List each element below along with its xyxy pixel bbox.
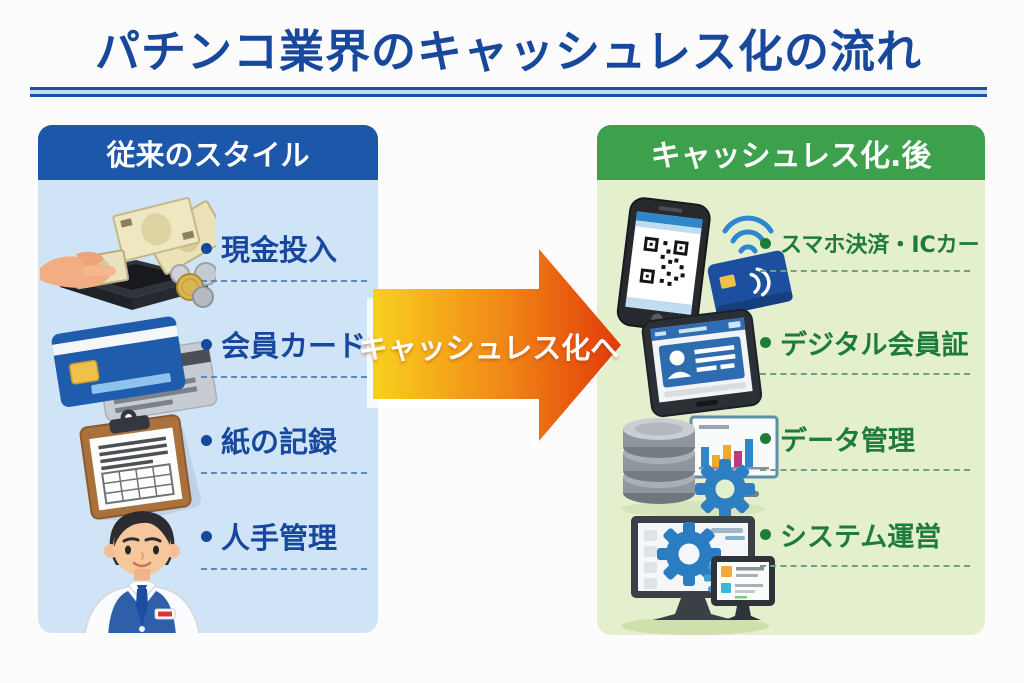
list-item: 紙の記録 (201, 419, 371, 474)
bullet-icon (201, 242, 212, 254)
item-label: 人手管理 (221, 521, 338, 555)
left-panel-header: 従来のスタイル (38, 125, 378, 180)
list-item: 会員カード (201, 323, 371, 378)
bullet-icon (760, 337, 771, 348)
bullet-icon (760, 433, 771, 444)
staff-person-icon (56, 503, 228, 633)
list-item: 現金投入 (201, 227, 371, 282)
item-label: スマホ決済・ICカード (780, 233, 985, 258)
dashed-divider (201, 280, 367, 282)
list-item: 人手管理 (201, 515, 371, 570)
list-item: システム運営 (760, 515, 975, 567)
item-label: 紙の記録 (221, 425, 338, 459)
list-item: スマホ決済・ICカード (760, 227, 985, 272)
paper-clipboard-icon (60, 405, 210, 520)
cash-insert-icon (40, 190, 216, 316)
system-monitors-icon (613, 508, 781, 635)
cashless-transition-arrow: キャッシュレス化へ (358, 247, 625, 443)
title-divider (30, 87, 987, 97)
bullet-icon (760, 237, 771, 249)
dashed-divider (760, 373, 970, 375)
dashed-divider (760, 565, 970, 567)
bullet-icon (201, 338, 212, 350)
item-label: データ管理 (780, 426, 915, 457)
dashed-divider (201, 376, 367, 378)
list-item: データ管理 (760, 419, 975, 471)
list-item: デジタル会員証 (760, 323, 975, 375)
right-panel-header: キャッシュレス化.後 (597, 125, 985, 180)
dashed-divider (760, 270, 970, 272)
item-label: システム運営 (780, 522, 942, 553)
dashed-divider (201, 472, 367, 474)
dashed-divider (760, 469, 970, 471)
cashless-style-panel: キャッシュレス化.後 (597, 125, 985, 635)
arrow-label: キャッシュレス化へ (358, 331, 620, 365)
bullet-icon (760, 529, 771, 540)
traditional-style-panel: 従来のスタイル (38, 125, 378, 633)
database-analytics-icon (611, 401, 781, 519)
bullet-icon (201, 530, 212, 542)
member-card-icon (43, 310, 219, 422)
tablet-digital-id-icon (627, 309, 777, 421)
item-label: デジタル会員証 (780, 330, 969, 361)
page-title: パチンコ業界のキャッシュレス化の流れ (94, 24, 923, 78)
item-label: 現金投入 (221, 233, 338, 267)
item-label: 会員カード (221, 329, 367, 363)
dashed-divider (201, 568, 367, 570)
bullet-icon (201, 434, 212, 446)
